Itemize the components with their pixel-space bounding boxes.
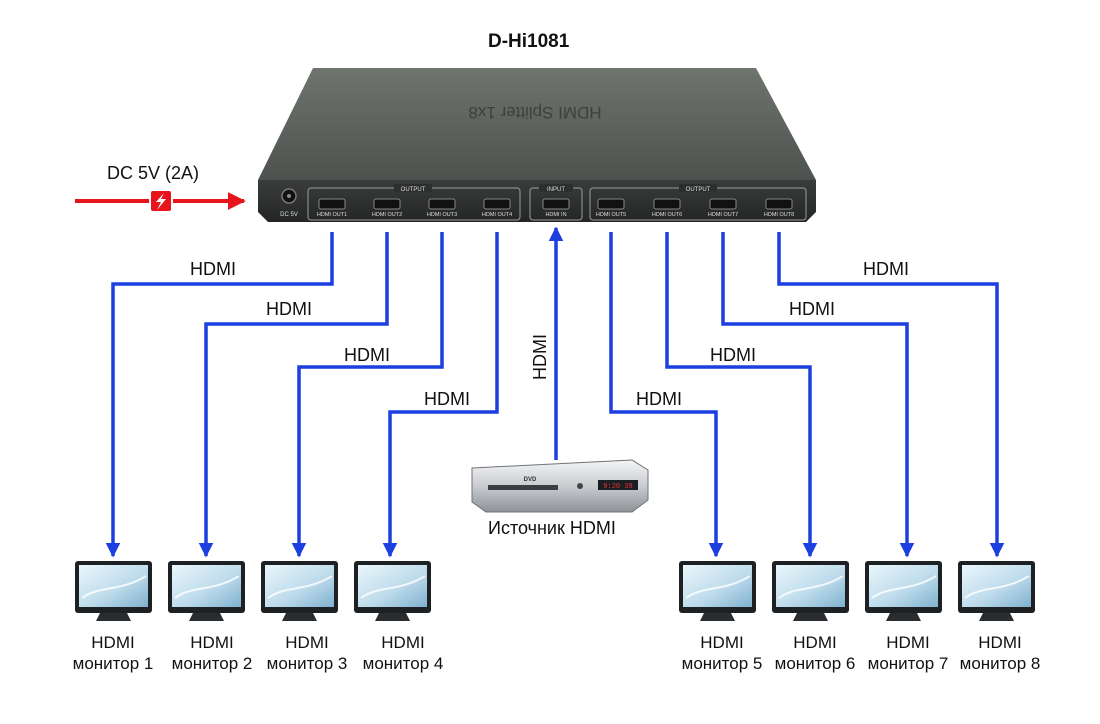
svg-text:HDMI OUT4: HDMI OUT4 (482, 212, 512, 218)
monitor-8 (958, 561, 1035, 621)
hdmi-cables (105, 226, 1005, 558)
monitor-3 (261, 561, 338, 621)
port-out6: HDMI OUT6 (652, 198, 682, 218)
monitors (75, 561, 1035, 621)
port-out8: HDMI OUT8 (764, 198, 794, 218)
svg-text:HDMI OUT6: HDMI OUT6 (652, 212, 682, 218)
cable-out4 (382, 232, 499, 558)
svg-text:HDMI OUT2: HDMI OUT2 (372, 212, 402, 218)
monitor-1 (75, 561, 152, 621)
device-top-panel (258, 68, 816, 180)
svg-text:HDMI OUT8: HDMI OUT8 (764, 212, 794, 218)
monitor-4 (354, 561, 431, 621)
port-out7: HDMI OUT7 (708, 198, 738, 218)
monitor-5 (679, 561, 756, 621)
svg-text:HDMI OUT7: HDMI OUT7 (708, 212, 738, 218)
svg-text:HDMI OUT5: HDMI OUT5 (596, 212, 626, 218)
monitor-7 (865, 561, 942, 621)
output-label-right: OUTPUT (686, 187, 711, 193)
cable-out7 (721, 232, 915, 558)
cable-label-out2: HDMI (266, 299, 312, 319)
cable-label-in: HDMI (530, 334, 550, 380)
cable-out2 (198, 232, 389, 558)
monitor-6 (772, 561, 849, 621)
monitor-2 (168, 561, 245, 621)
cable-label-out3: HDMI (344, 345, 390, 365)
input-label: INPUT (547, 187, 565, 193)
output-label-left: OUTPUT (401, 187, 426, 193)
cable-label-out5: HDMI (636, 389, 682, 409)
dvd-logo: DVD (524, 477, 537, 483)
cable-out5 (609, 232, 724, 558)
svg-text:HDMI OUT3: HDMI OUT3 (427, 212, 457, 218)
power-arrow (75, 189, 246, 213)
source-label: Источник HDMI (488, 518, 616, 538)
device-top-print: HDMI Splitter 1x8 (468, 103, 601, 122)
cable-out8 (777, 232, 1005, 558)
port-in: HDMI IN (542, 198, 570, 218)
cable-out6 (665, 232, 818, 558)
svg-text:HDMI IN: HDMI IN (545, 212, 566, 218)
port-out2: HDMI OUT2 (372, 198, 402, 218)
dvd-display: 9:20 39 (603, 483, 632, 491)
cable-label-out6: HDMI (710, 345, 756, 365)
port-out4: HDMI OUT4 (482, 198, 512, 218)
cable-label-out8: HDMI (863, 259, 909, 279)
power-label: DC 5V (2A) (107, 163, 200, 183)
port-out1: HDMI OUT1 (317, 198, 347, 218)
svg-text:HDMI OUT1: HDMI OUT1 (317, 212, 347, 218)
dvd-player: 9:20 39 DVD (471, 459, 649, 513)
lightning-icon (156, 193, 166, 210)
cable-label-out1: HDMI (190, 259, 236, 279)
cable-label-out7: HDMI (789, 299, 835, 319)
cable-out1 (105, 232, 334, 558)
port-out3: HDMI OUT3 (427, 198, 457, 218)
dc-port-label: DC 5V (280, 212, 298, 218)
cable-label-out4: HDMI (424, 389, 470, 409)
cable-out3 (291, 232, 444, 558)
port-out5: HDMI OUT5 (596, 198, 626, 218)
splitter-device: HDMI Splitter 1x8 DC 5V OUTPUT INPUT OUT… (258, 68, 816, 222)
diagram-title: D-Hi1081 (488, 31, 570, 52)
